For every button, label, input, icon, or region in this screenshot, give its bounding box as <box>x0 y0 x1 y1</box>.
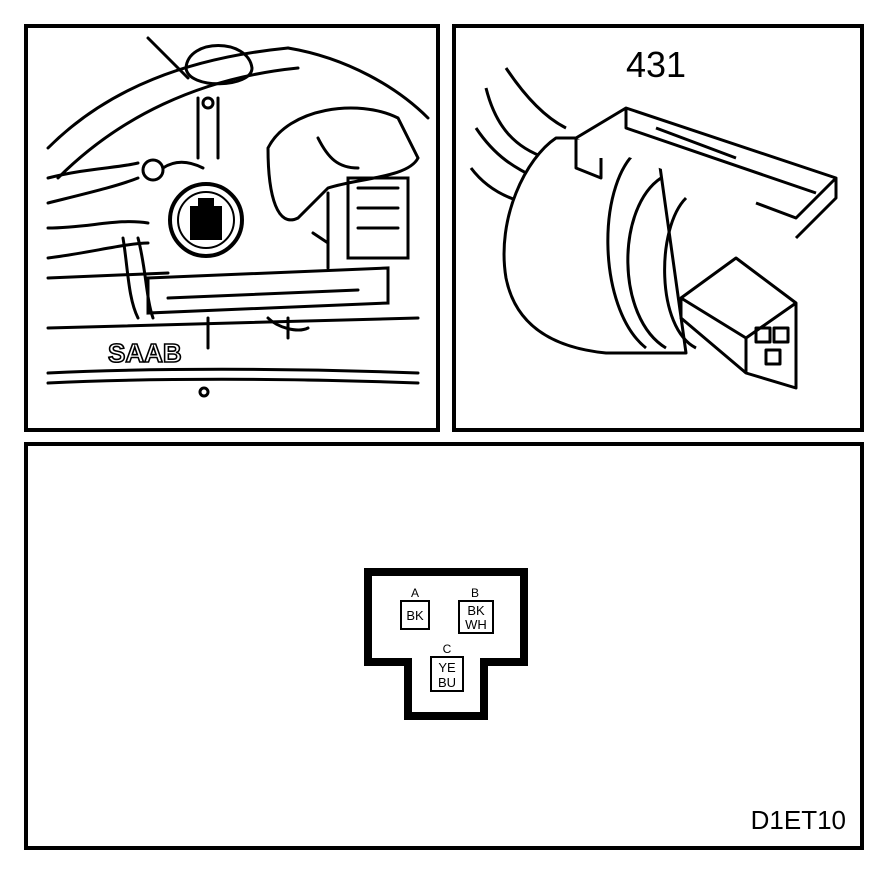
pin-c-letter: C <box>443 642 452 656</box>
saab-badge: SAAB <box>108 338 182 368</box>
pin-c: C YE BU <box>430 642 464 692</box>
connector-nose <box>679 256 798 390</box>
reservoir-top <box>184 44 254 86</box>
engine-bay-drawing: SAAB <box>46 36 430 398</box>
pin-c-cavity <box>430 656 464 692</box>
pin-b: B BK WH <box>458 586 494 634</box>
connector-closeup: 431 <box>452 24 864 432</box>
figure-code: D1ET10 <box>750 805 846 835</box>
hood-line <box>46 46 290 150</box>
engine-bay-illustration: SAAB <box>24 24 440 432</box>
intake-hose <box>266 106 420 222</box>
pin-a-letter: A <box>411 586 419 600</box>
pin-a: A BK <box>400 586 430 630</box>
connector-body <box>502 136 688 355</box>
pin-b-cavity <box>458 600 494 634</box>
sensor-connector <box>190 198 222 240</box>
pin-b-wire-1: BK <box>467 603 485 618</box>
pin-c-wire-2: BU <box>438 675 456 690</box>
pin-c-wire-1: YE <box>438 660 456 675</box>
callout-number: 431 <box>626 44 687 85</box>
pinout-drawing: A BK B BK WH C YE BU <box>364 568 528 720</box>
pin-a-cavity <box>400 600 430 630</box>
pin-b-letter: B <box>471 586 479 600</box>
pin-a-wire: BK <box>406 608 424 623</box>
pin-b-wire-2: WH <box>465 617 487 632</box>
connector-drawing <box>469 67 838 390</box>
pinout-diagram: A BK B BK WH C YE BU D1ET10 <box>24 442 864 850</box>
